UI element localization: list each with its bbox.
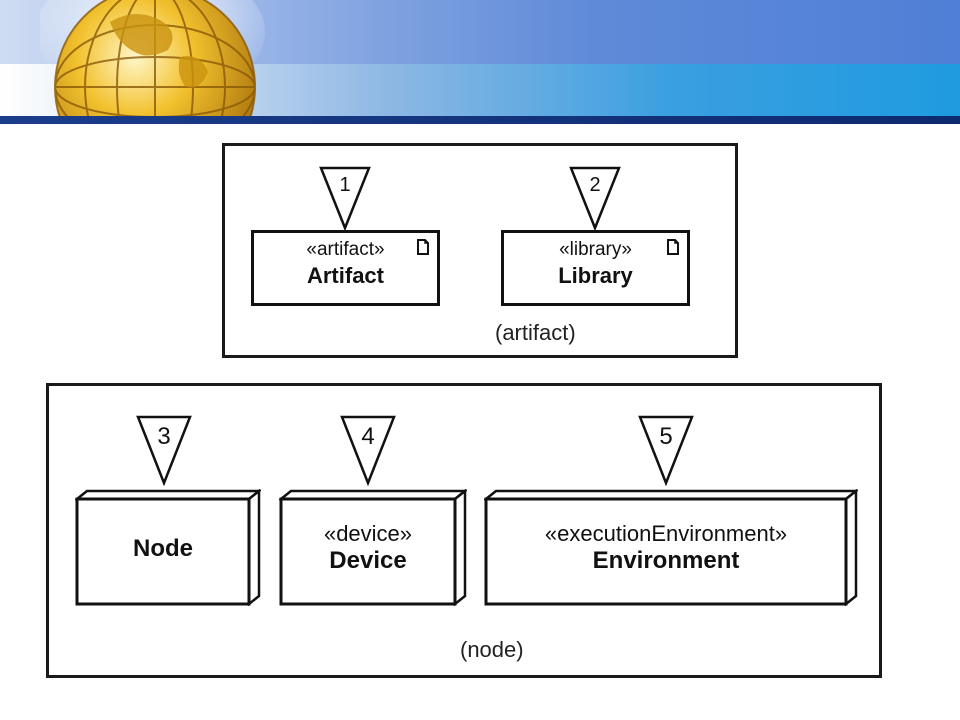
banner-rule bbox=[0, 116, 960, 124]
document-icon bbox=[417, 239, 429, 255]
artifact-name: Artifact bbox=[306, 263, 384, 288]
marker-1-number: 1 bbox=[339, 174, 350, 196]
device-box-shape bbox=[277, 488, 469, 607]
device-stereotype: «device» bbox=[323, 521, 413, 546]
device-box[interactable]: «device» Device bbox=[277, 488, 469, 607]
marker-2: 2 bbox=[569, 166, 621, 231]
marker-5-number: 5 bbox=[659, 423, 672, 450]
marker-2-number: 2 bbox=[589, 174, 600, 196]
header-banner bbox=[0, 0, 960, 118]
environment-box[interactable]: «executionEnvironment» Environment bbox=[482, 488, 860, 607]
device-name: Device bbox=[329, 547, 407, 574]
artifact-stereotype: «artifact» bbox=[306, 239, 385, 260]
artifact-frame-label: (artifact) bbox=[495, 320, 576, 345]
marker-3-number: 3 bbox=[157, 423, 170, 450]
library-name: Library bbox=[558, 263, 633, 288]
environment-name: Environment bbox=[592, 547, 740, 574]
globe-icon bbox=[40, 0, 265, 118]
marker-5: 5 bbox=[638, 415, 694, 486]
marker-3: 3 bbox=[136, 415, 192, 486]
environment-box-shape bbox=[482, 488, 860, 607]
marker-1: 1 bbox=[319, 166, 371, 231]
marker-4: 4 bbox=[340, 415, 396, 486]
library-box[interactable]: «library» Library bbox=[501, 230, 690, 306]
node-frame-label: (node) bbox=[460, 637, 524, 662]
node-box-shape bbox=[73, 488, 263, 607]
node-box[interactable]: Node bbox=[73, 488, 263, 607]
document-icon bbox=[667, 239, 679, 255]
artifact-box[interactable]: «artifact» Artifact bbox=[251, 230, 440, 306]
marker-4-number: 4 bbox=[361, 423, 374, 450]
library-stereotype: «library» bbox=[559, 239, 632, 260]
node-name: Node bbox=[133, 535, 193, 562]
environment-stereotype: «executionEnvironment» bbox=[544, 521, 788, 546]
